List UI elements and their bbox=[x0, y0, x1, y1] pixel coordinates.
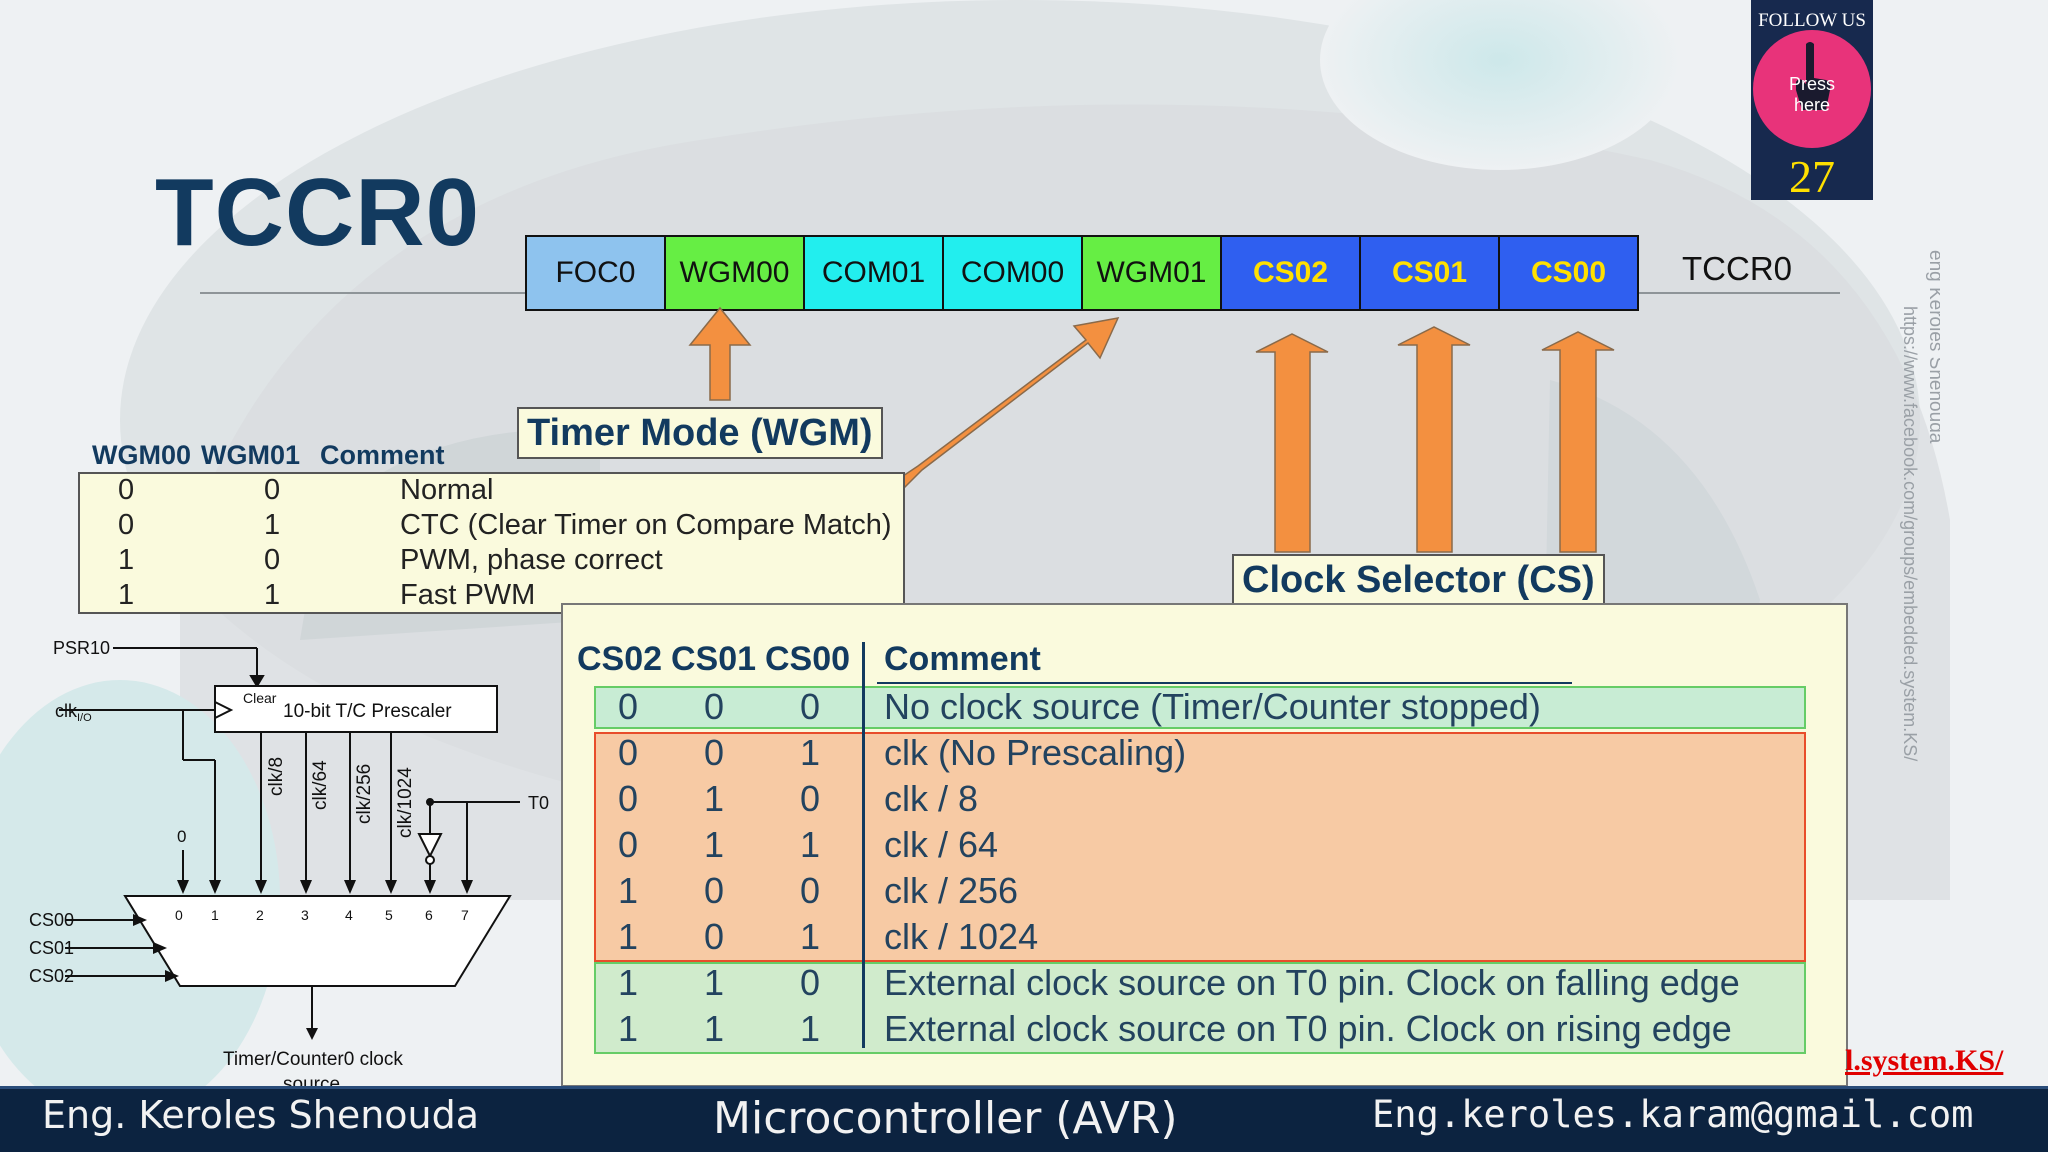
cs-header-comment: Comment bbox=[884, 640, 1041, 678]
tccr0-register: FOC0 WGM00 COM01 COM00 WGM01 CS02 CS01 C… bbox=[525, 235, 1639, 311]
facebook-group-link[interactable]: l.system.KS/ bbox=[1845, 1044, 2004, 1077]
row-group-external bbox=[594, 962, 1806, 1054]
register-bit-foc0: FOC0 bbox=[527, 237, 666, 309]
tap-clk1024: clk/1024 bbox=[395, 767, 416, 838]
register-bit-cs02: CS02 bbox=[1222, 237, 1361, 309]
mux-input-2: 2 bbox=[256, 907, 264, 923]
select-cs02: CS02 bbox=[29, 966, 74, 986]
page-number: 27 bbox=[1789, 151, 1835, 202]
row-group-prescaled bbox=[594, 732, 1806, 962]
table-row: 1 1 1 External clock source on T0 pin. C… bbox=[618, 1008, 1732, 1049]
footer-course-title: Microcontroller (AVR) bbox=[713, 1093, 1178, 1144]
register-bit-wgm00: WGM00 bbox=[666, 237, 805, 309]
register-bit-cs01: CS01 bbox=[1361, 237, 1500, 309]
register-bit-cs00: CS00 bbox=[1500, 237, 1637, 309]
clkio-label: clkI/O bbox=[55, 701, 92, 724]
register-bit-com01: COM01 bbox=[805, 237, 944, 309]
zero-input-label: 0 bbox=[177, 827, 186, 846]
tap-clk8: clk/8 bbox=[266, 757, 287, 796]
mux-input-3: 3 bbox=[301, 907, 309, 923]
tap-clk256: clk/256 bbox=[354, 764, 375, 824]
register-bit-com00: COM00 bbox=[944, 237, 1083, 309]
select-cs01: CS01 bbox=[29, 938, 74, 958]
clear-label: Clear bbox=[243, 690, 277, 706]
follow-us-label: FOLLOW US bbox=[1758, 10, 1866, 31]
press-here-label: Press here bbox=[1788, 74, 1835, 115]
mux-input-7: 7 bbox=[461, 907, 469, 923]
svg-text:eng Keroles Shenouda: eng Keroles Shenouda bbox=[1925, 250, 1940, 444]
svg-text:https://www.facebook.com/group: https://www.facebook.com/groups/embedded… bbox=[1900, 306, 1920, 761]
side-watermark: eng Keroles Shenouda https://www.faceboo… bbox=[1900, 250, 1940, 761]
register-name-label: TCCR0 bbox=[1682, 250, 1793, 287]
mux-input-0: 0 bbox=[175, 907, 183, 923]
mux-input-6: 6 bbox=[425, 907, 433, 923]
table-row: 1 1 0 External clock source on T0 pin. C… bbox=[618, 962, 1740, 1003]
table-row: 0 0 0 No clock source (Timer/Counter sto… bbox=[618, 686, 1541, 727]
cs-header-cs01: CS01 bbox=[671, 640, 757, 678]
timer-mode-label: Timer Mode (WGM) bbox=[517, 407, 883, 459]
wgm-table: 0 0 Normal 0 1 CTC (Clear Timer on Compa… bbox=[78, 472, 905, 614]
mux-input-1: 1 bbox=[211, 907, 219, 923]
table-row: 1 0 1 clk / 1024 bbox=[618, 916, 1039, 957]
table-row: 1 0 0 clk / 256 bbox=[618, 870, 1019, 911]
cs-header-underline bbox=[877, 682, 1572, 684]
prescaler-label: 10-bit T/C Prescaler bbox=[283, 701, 452, 722]
cs-header-cs00: CS00 bbox=[765, 640, 851, 678]
psr10-label: PSR10 bbox=[53, 638, 110, 658]
select-cs00: CS00 bbox=[29, 910, 74, 930]
pointing-hand-icon bbox=[1796, 42, 1831, 110]
register-bit-wgm01: WGM01 bbox=[1083, 237, 1222, 309]
t0-label: T0 bbox=[528, 793, 549, 813]
footer-author: Eng. Keroles Shenouda bbox=[42, 1093, 480, 1137]
footer-email: Eng.keroles.karam@gmail.com bbox=[1372, 1093, 1974, 1136]
row-group-stopped bbox=[594, 686, 1806, 729]
footer-bar bbox=[0, 1086, 2048, 1152]
mux-input-4: 4 bbox=[345, 907, 353, 923]
table-row: 1 1 Fast PWM bbox=[118, 579, 536, 611]
tap-clk64: clk/64 bbox=[310, 760, 331, 810]
wgm-header-wgm00: WGM00 bbox=[92, 440, 192, 470]
slide-title: TCCR0 bbox=[155, 159, 481, 266]
table-row: 0 1 CTC (Clear Timer on Compare Match) bbox=[118, 509, 892, 541]
clock-selector-label: Clock Selector (CS) bbox=[1232, 554, 1605, 606]
cs-header-cs02: CS02 bbox=[577, 640, 663, 678]
mux-input-5: 5 bbox=[385, 907, 393, 923]
cs-column-divider bbox=[862, 642, 865, 1048]
table-row: 0 0 Normal bbox=[118, 474, 494, 506]
table-row: 0 1 1 clk / 64 bbox=[618, 824, 999, 865]
wgm-header-wgm01: WGM01 bbox=[201, 440, 301, 470]
prescaler-diagram: PSR10 clkI/O Clear 10-bit T/C Prescaler … bbox=[29, 638, 549, 1095]
table-row: 0 0 1 clk (No Prescaling) bbox=[618, 732, 1187, 773]
output-label: Timer/Counter0 clock bbox=[223, 1049, 403, 1070]
wgm-header-comment: Comment bbox=[320, 440, 445, 470]
table-row: 1 0 PWM, phase correct bbox=[118, 544, 663, 576]
table-row: 0 1 0 clk / 8 bbox=[618, 778, 979, 819]
